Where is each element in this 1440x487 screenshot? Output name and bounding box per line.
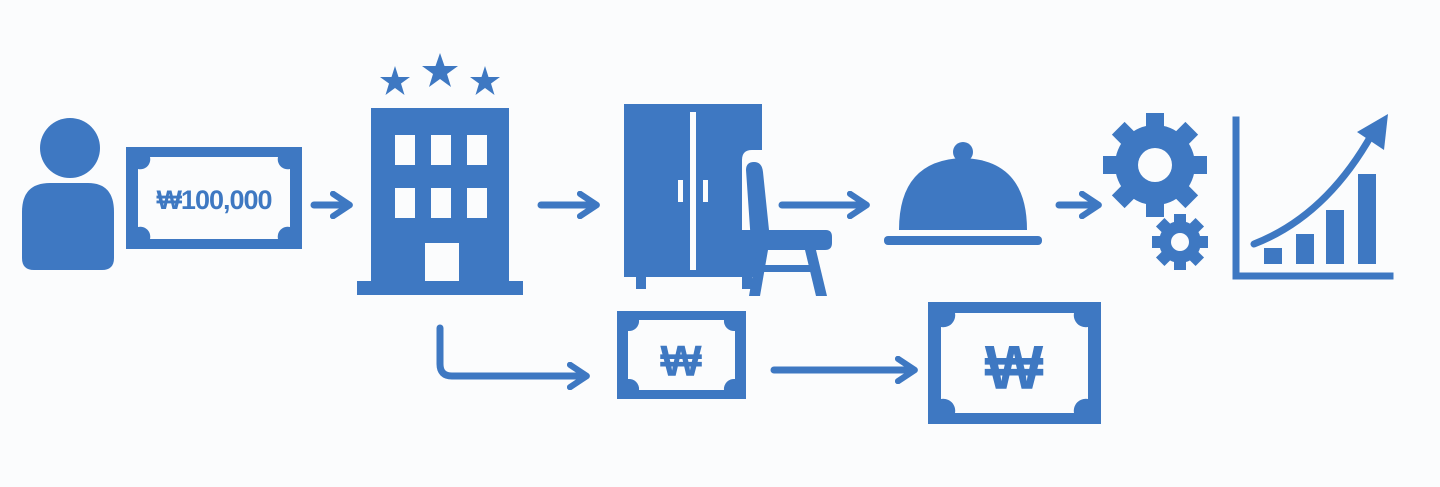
banknote-icon: ₩100,000	[126, 147, 302, 249]
gears-icon	[1103, 113, 1208, 270]
person-icon	[22, 118, 114, 270]
arrow-hotel-to-won-small	[436, 324, 584, 376]
won-symbol-large: ₩	[985, 334, 1044, 403]
won-banknote-icon: ₩	[617, 311, 746, 399]
wardrobe-chair-icon	[624, 104, 832, 296]
won-banknote-icon: ₩	[928, 302, 1101, 424]
hotel-building-icon	[357, 53, 523, 295]
growth-chart-icon	[1232, 114, 1394, 280]
won-symbol-small: ₩	[660, 337, 702, 386]
cloche-icon	[884, 142, 1042, 245]
payment-amount: ₩100,000	[156, 185, 271, 215]
star-icon	[380, 53, 500, 95]
